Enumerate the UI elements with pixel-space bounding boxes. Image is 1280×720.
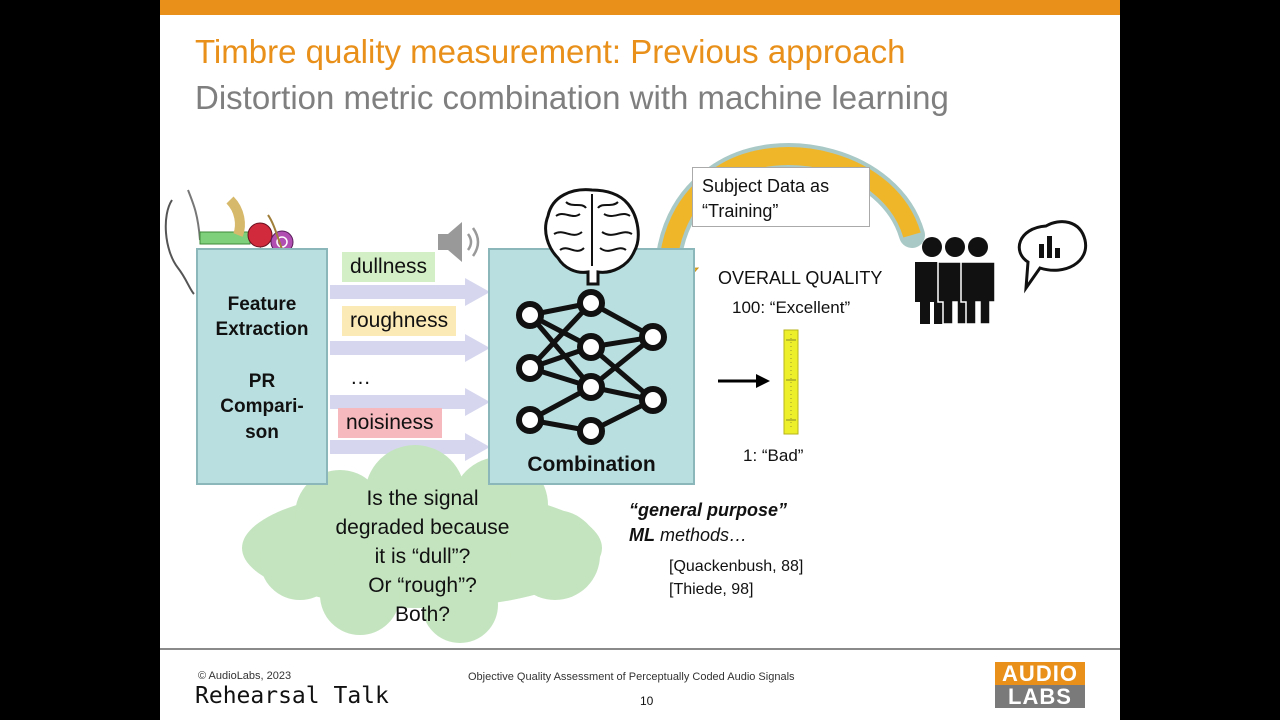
top-accent-bar (160, 0, 1120, 15)
ml-note-bold: ML (629, 525, 655, 545)
subject-data-line2: “Training” (702, 201, 779, 221)
slide-title: Timbre quality measurement: Previous app… (195, 33, 906, 70)
combination-label: Combination (527, 453, 656, 476)
slide-subtitle: Distortion metric combination with machi… (195, 79, 949, 116)
cloud-line1: Is the signal (366, 487, 479, 510)
footer-talk-title: Objective Quality Assessment of Perceptu… (468, 671, 795, 683)
slide: Timbre quality measurement: Previous app… (160, 0, 1120, 720)
thought-cloud (242, 445, 602, 643)
overall-quality-label: OVERALL QUALITY (718, 268, 883, 288)
feature-extraction-line1: Feature (227, 294, 297, 315)
feature-extraction-line4: Compari- (220, 396, 304, 417)
feature-extraction-line2: Extraction (215, 319, 309, 340)
rehearsal-overlay: Rehearsal Talk (195, 683, 389, 709)
subject-data-line1: Subject Data as (702, 176, 830, 196)
ear-icon (164, 189, 294, 295)
quality-excellent-label: 100: “Excellent” (732, 298, 851, 317)
cloud-line2: degraded because (335, 516, 510, 539)
feature-arrows (330, 278, 490, 461)
ml-note-line2: ML methods… (629, 525, 747, 546)
page-number: 10 (640, 694, 654, 708)
logo-line1: AUDIO (995, 662, 1085, 685)
feature-label-noisiness: noisiness (338, 408, 442, 438)
people-icon (915, 237, 996, 325)
ruler-icon (783, 329, 799, 435)
arrow-right-icon (718, 374, 770, 388)
quality-bad-label: 1: “Bad” (743, 446, 804, 465)
footer-divider (160, 648, 1120, 650)
feature-label-roughness: roughness (342, 306, 457, 336)
cloud-line5: Both? (395, 603, 450, 626)
audiolabs-logo: AUDIO LABS (995, 662, 1085, 708)
feature-extraction-line3: PR (248, 371, 276, 392)
ml-note-line1: “general purpose” (629, 500, 788, 520)
diagram-graphics (164, 143, 1088, 643)
cloud-line3: it is “dull”? (374, 545, 471, 568)
cloud-line4: Or “rough”? (368, 574, 477, 597)
footer-copyright: © AudioLabs, 2023 (198, 670, 292, 682)
brain-icon (544, 188, 640, 286)
cloud-question: Is the signal degraded because it is “du… (300, 484, 545, 629)
speaker-icon (438, 222, 480, 262)
feature-extraction-box (196, 248, 328, 485)
reference-thiede: [Thiede, 98] (669, 581, 754, 598)
ml-note-rest: methods… (655, 525, 748, 545)
neural-network-icon (516, 289, 667, 445)
logo-line2: LABS (995, 685, 1085, 708)
subject-data-box: Subject Data as “Training” (692, 167, 870, 227)
reference-quackenbush: [Quackenbush, 88] (669, 558, 804, 575)
feature-extraction-line5: son (245, 422, 279, 443)
feature-label-dullness: dullness (342, 252, 436, 282)
feature-label-ellipsis: … (350, 366, 371, 389)
speech-bubble-chart-icon (1017, 220, 1088, 294)
